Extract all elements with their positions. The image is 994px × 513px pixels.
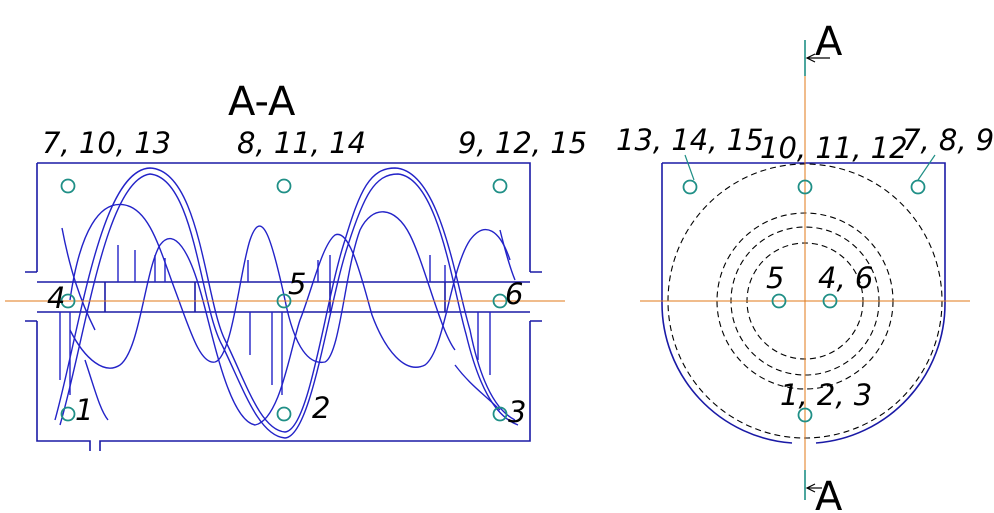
label-bottom: 1, 2, 3 xyxy=(780,378,872,412)
label-center-right: 4, 6 xyxy=(818,261,873,295)
label-top-mid: 10, 11, 12 xyxy=(760,131,908,165)
shaft-outline xyxy=(37,281,530,313)
point-marker xyxy=(60,406,76,422)
left-point-markers xyxy=(60,178,508,422)
label-point-1: 1 xyxy=(75,393,93,427)
point-marker xyxy=(492,406,508,422)
section-mark-bottom: A xyxy=(804,470,843,513)
label-top-right: 9, 12, 15 xyxy=(458,126,587,160)
label-point-5: 5 xyxy=(288,267,306,301)
leader-line xyxy=(917,154,936,181)
section-mark-top: A xyxy=(804,19,843,76)
point-marker xyxy=(910,179,926,195)
point-marker xyxy=(276,178,292,194)
point-marker xyxy=(276,293,292,309)
label-point-6: 6 xyxy=(505,277,523,311)
trough-outline xyxy=(661,162,946,444)
section-title: A-A xyxy=(228,79,296,125)
point-marker xyxy=(60,293,76,309)
section-letter-bottom: A xyxy=(815,474,843,513)
label-point-2: 2 xyxy=(312,391,330,425)
section-letter-top: A xyxy=(815,19,843,65)
label-top-left: 7, 10, 13 xyxy=(42,126,171,160)
point-marker xyxy=(822,293,838,309)
label-top-right: 7, 8, 9 xyxy=(902,123,994,157)
point-marker xyxy=(276,406,292,422)
label-point-3: 3 xyxy=(508,395,526,429)
label-center-left: 5 xyxy=(766,261,784,295)
point-marker xyxy=(797,407,813,423)
point-marker xyxy=(60,178,76,194)
point-marker xyxy=(492,178,508,194)
leader-line xyxy=(684,154,695,181)
right-end-view: A A 13, 14, 15 10, 11, 12 7, 8, 9 5 4, 6… xyxy=(616,19,994,513)
housing-outline xyxy=(25,162,542,451)
left-section-view: A-A 7, 10, 13 8, 11, 14 9, 12, 15 4 5 6 … xyxy=(5,79,587,451)
point-marker xyxy=(492,293,508,309)
point-marker xyxy=(682,179,698,195)
screw-helix xyxy=(54,167,519,439)
label-top-mid: 8, 11, 14 xyxy=(237,126,366,160)
label-top-left: 13, 14, 15 xyxy=(616,123,764,157)
point-marker xyxy=(771,293,787,309)
right-point-markers xyxy=(682,179,926,423)
label-point-4: 4 xyxy=(47,281,65,315)
point-marker xyxy=(797,179,813,195)
